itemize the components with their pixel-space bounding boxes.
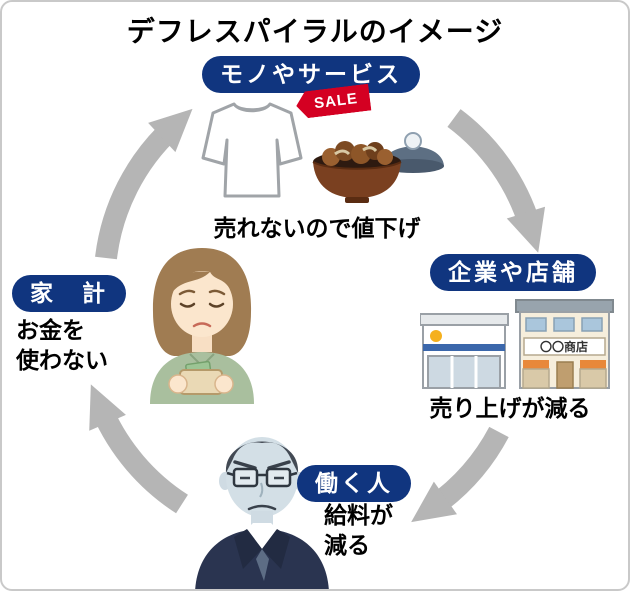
caption-worker: 給料が 減る [324,502,393,559]
arrow-worker-to-household-icon [89,384,189,514]
page-title: デフレスパイラルのイメージ [126,16,504,47]
caption-household: お金を 使わない [16,317,108,374]
arrow-household-to-goods-icon [95,108,193,260]
shirt-icon [194,98,312,203]
caption-business: 売り上げが減る [429,395,591,421]
arrow-goods-to-business-icon [447,109,546,253]
worried-woman-illustration [130,242,275,404]
rice-bowl-icon [305,124,450,212]
node-goods-badge: モノやサービス [202,56,420,93]
node-business-badge: 企業や店舗 [430,254,596,291]
node-worker-badge: 働く人 [297,465,411,502]
shop-sign-label: 〇〇商店 [540,339,588,354]
sale-tag-label: SALE [313,90,359,113]
convenience-store-icon [420,313,509,389]
shop-icon: 〇〇商店 [515,299,614,389]
caption-goods: 売れないので値下げ [213,215,421,241]
arrow-business-to-worker-icon [411,426,509,523]
node-household-badge: 家 計 [12,275,126,312]
businessman-illustration [187,417,337,589]
stores-illustration: 〇〇商店 [420,298,615,392]
